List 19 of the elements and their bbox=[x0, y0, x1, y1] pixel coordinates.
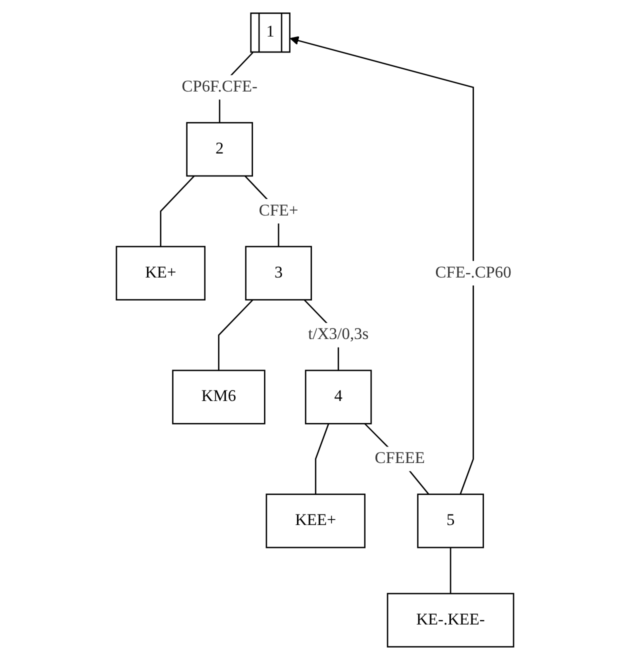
edge-label: CFE-.CP60 bbox=[435, 263, 512, 281]
node-box: 2 bbox=[186, 122, 254, 176]
connector bbox=[364, 422, 430, 494]
connector bbox=[218, 298, 254, 370]
node-box: KEE+ bbox=[266, 493, 366, 548]
connector bbox=[450, 547, 452, 594]
connector bbox=[314, 422, 330, 494]
edge-label: CP6F.CFE- bbox=[182, 78, 258, 96]
node-box: 3 bbox=[245, 245, 312, 300]
node-box: 4 bbox=[304, 369, 372, 424]
node-box: KE-.KEE- bbox=[386, 592, 514, 647]
edge-label: CFEEE bbox=[374, 449, 425, 467]
edge-label: t/X3/0,3s bbox=[308, 325, 369, 343]
edge-label: CFE+ bbox=[258, 202, 298, 219]
node-box: KE+ bbox=[116, 245, 206, 300]
connector bbox=[160, 174, 195, 246]
arrow bbox=[290, 36, 474, 494]
node-box: KM6 bbox=[172, 369, 266, 424]
node-box: 5 bbox=[417, 493, 484, 548]
